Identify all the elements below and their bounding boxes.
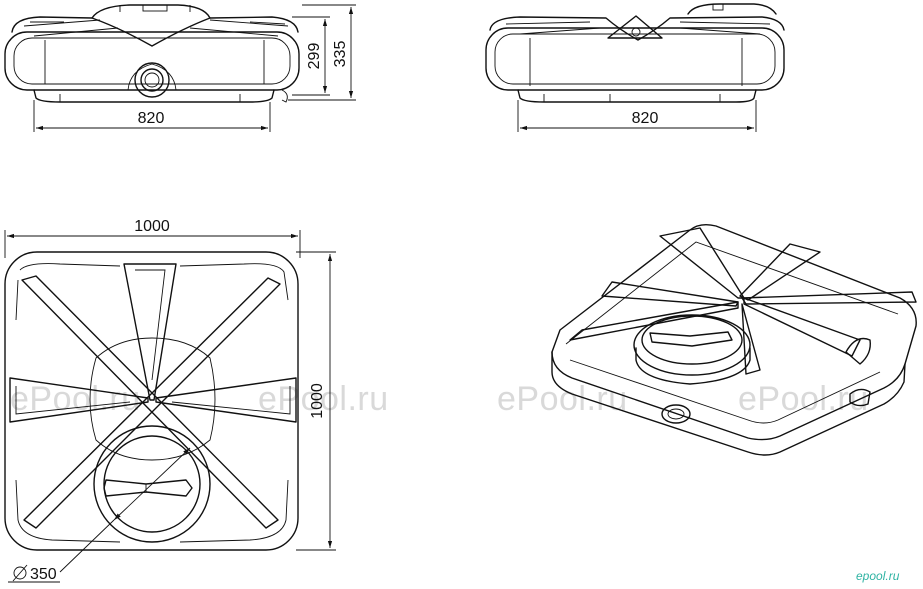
- top-view: 1000 1000 350: [4, 218, 336, 583]
- watermark-4: ePool.ru: [738, 380, 869, 418]
- watermark-layer: ePool.ru ePool.ru ePool.ru ePool.ru: [10, 380, 869, 418]
- front-height-inner-label: 299: [306, 43, 323, 70]
- watermark-2: ePool.ru: [258, 380, 389, 418]
- watermark-3: ePool.ru: [497, 380, 628, 418]
- top-hatch-diameter-label: 350: [30, 566, 57, 583]
- side-width-label: 820: [632, 110, 659, 127]
- front-width-label: 820: [138, 110, 165, 127]
- brand-logo: epool.ru: [856, 569, 900, 583]
- top-depth-label: 1000: [309, 383, 326, 419]
- front-height-outer-label: 335: [332, 41, 349, 68]
- watermark-1: ePool.ru: [10, 380, 141, 418]
- isometric-view: [551, 223, 917, 456]
- top-width-label: 1000: [134, 218, 170, 235]
- side-view: 820: [485, 3, 785, 132]
- front-view: 820 299 335: [4, 4, 356, 132]
